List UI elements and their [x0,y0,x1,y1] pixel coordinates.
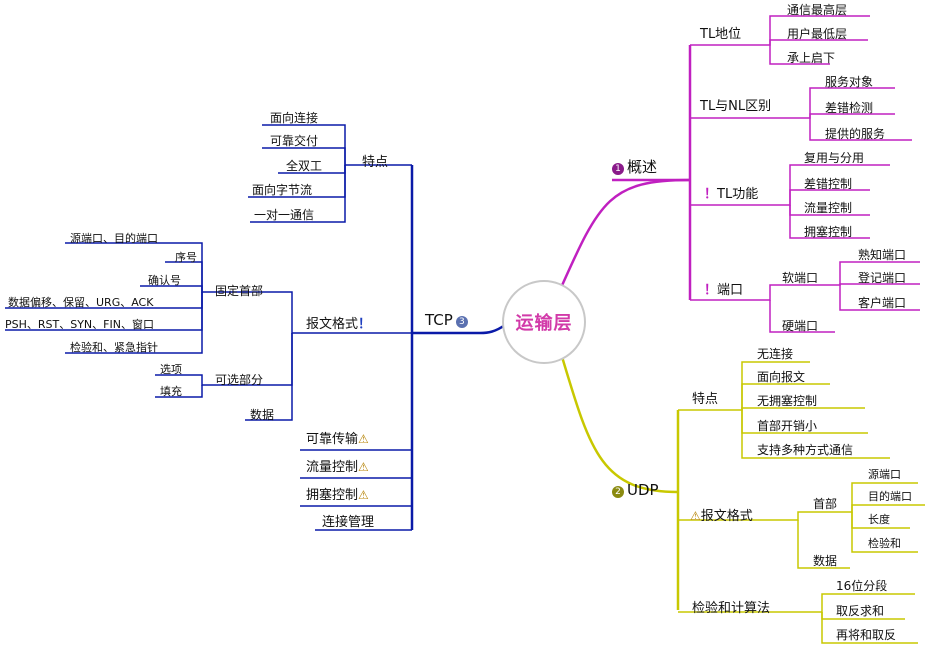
tcp-flow-node[interactable]: 流量控制⚠ [306,461,369,474]
overview-sub-lines [690,15,920,333]
warning-icon: ⚠ [358,460,369,474]
overview-branch-lines [558,45,692,300]
tcp-features-node[interactable]: 特点 [362,155,389,170]
udp-header-node[interactable]: 首部 [813,497,838,511]
tcp-optional-item[interactable]: 填充 [160,385,182,398]
hard-port-node[interactable]: 硬端口 [782,319,819,333]
udp-header-item[interactable]: 目的端口 [868,490,912,503]
tcp-congestion-node[interactable]: 拥塞控制⚠ [306,489,369,502]
exclamation-icon: ！ [704,283,718,298]
tl-function-item[interactable]: 复用与分用 [804,151,865,165]
number-badge-icon: 2 [612,486,624,498]
udp-checksum-item[interactable]: 再将和取反 [836,628,897,642]
tl-function-label: TL功能 [717,187,759,202]
tcp-fixed-header-item[interactable]: 确认号 [148,274,181,287]
warning-icon: ⚠ [358,488,369,502]
port-label: 端口 [717,283,744,298]
warning-icon: ⚠ [690,509,701,523]
udp-sub-lines [678,361,925,644]
soft-port-item[interactable]: 登记端口 [858,271,907,285]
tl-nl-diff-node[interactable]: TL与NL区别 [700,99,772,114]
tcp-fixed-header-item[interactable]: 序号 [175,251,197,264]
tcp-flow-label: 流量控制 [306,460,359,475]
tcp-fixed-header-item[interactable]: PSH、RST、SYN、FIN、窗口 [5,318,154,331]
tcp-fixed-header-item[interactable]: 数据偏移、保留、URG、ACK [8,296,154,309]
tcp-feature-item[interactable]: 面向字节流 [252,183,313,197]
udp-header-item[interactable]: 源端口 [868,468,901,481]
tcp-label: TCP [425,311,453,329]
center-topic[interactable]: 运输层 [502,280,586,364]
tl-position-node[interactable]: TL地位 [700,27,742,42]
tcp-optional-node[interactable]: 可选部分 [215,373,264,387]
tl-function-node[interactable]: ！TL功能 [704,188,758,201]
tcp-data-node[interactable]: 数据 [250,408,275,422]
tcp-sub-lines [5,124,412,531]
tl-nl-diff-item[interactable]: 提供的服务 [825,127,886,141]
udp-feature-item[interactable]: 支持多种方式通信 [757,443,854,457]
number-badge-icon: 1 [612,163,624,175]
tl-nl-diff-item[interactable]: 服务对象 [825,75,874,89]
center-title: 运输层 [515,313,573,334]
tcp-feature-item[interactable]: 全双工 [286,159,323,173]
tcp-feature-item[interactable]: 一对一通信 [254,208,315,222]
tcp-feature-item[interactable]: 面向连接 [270,111,319,125]
tcp-branch-lines [410,165,506,530]
tcp-reliable-label: 可靠传输 [306,432,359,447]
udp-feature-item[interactable]: 首部开销小 [757,419,818,433]
tcp-format-label: 报文格式 [306,317,359,332]
overview-label: 概述 [627,158,658,176]
udp-feature-item[interactable]: 无拥塞控制 [757,394,818,408]
tl-position-item[interactable]: 用户最低层 [787,27,848,41]
udp-feature-item[interactable]: 无连接 [757,347,794,361]
soft-port-item[interactable]: 熟知端口 [858,248,907,262]
tcp-optional-item[interactable]: 选项 [160,363,182,376]
udp-checksum-item[interactable]: 16位分段 [836,579,888,593]
tcp-format-node[interactable]: 报文格式！ [306,318,371,331]
udp-format-node[interactable]: ⚠报文格式 [690,510,753,523]
udp-format-label: 报文格式 [700,509,753,524]
tl-nl-diff-item[interactable]: 差错检测 [825,101,874,115]
soft-port-node[interactable]: 软端口 [782,271,819,285]
udp-features-node[interactable]: 特点 [692,392,719,407]
tl-function-item[interactable]: 流量控制 [804,201,853,215]
tcp-reliable-node[interactable]: 可靠传输⚠ [306,433,369,446]
udp-label: UDP [627,481,659,499]
udp-data-node[interactable]: 数据 [813,554,838,568]
udp-checksum-item[interactable]: 取反求和 [836,604,885,618]
tcp-feature-item[interactable]: 可靠交付 [270,134,319,148]
udp-branch-lines [558,349,680,610]
tl-position-item[interactable]: 承上启下 [787,51,836,65]
tl-function-item[interactable]: 拥塞控制 [804,225,853,239]
udp-checksum-node[interactable]: 检验和计算法 [692,601,771,616]
tl-function-item[interactable]: 差错控制 [804,177,853,191]
soft-port-item[interactable]: 客户端口 [858,296,907,310]
tcp-congestion-label: 拥塞控制 [306,488,359,503]
number-badge-icon: 3 [455,316,468,328]
udp-header-item[interactable]: 长度 [868,513,890,526]
tcp-connection-node[interactable]: 连接管理 [322,515,375,530]
tcp-fixed-header-item[interactable]: 源端口、目的端口 [70,232,158,245]
port-node[interactable]: ！端口 [704,284,743,297]
tcp-fixed-header-node[interactable]: 固定首部 [215,284,264,298]
exclamation-icon: ！ [704,187,718,202]
tl-position-item[interactable]: 通信最高层 [787,3,848,17]
tcp-fixed-header-item[interactable]: 检验和、紧急指针 [70,341,158,354]
warning-icon: ⚠ [358,432,369,446]
exclamation-icon: ！ [358,317,372,332]
udp-feature-item[interactable]: 面向报文 [757,370,806,384]
udp-header-item[interactable]: 检验和 [868,537,901,550]
